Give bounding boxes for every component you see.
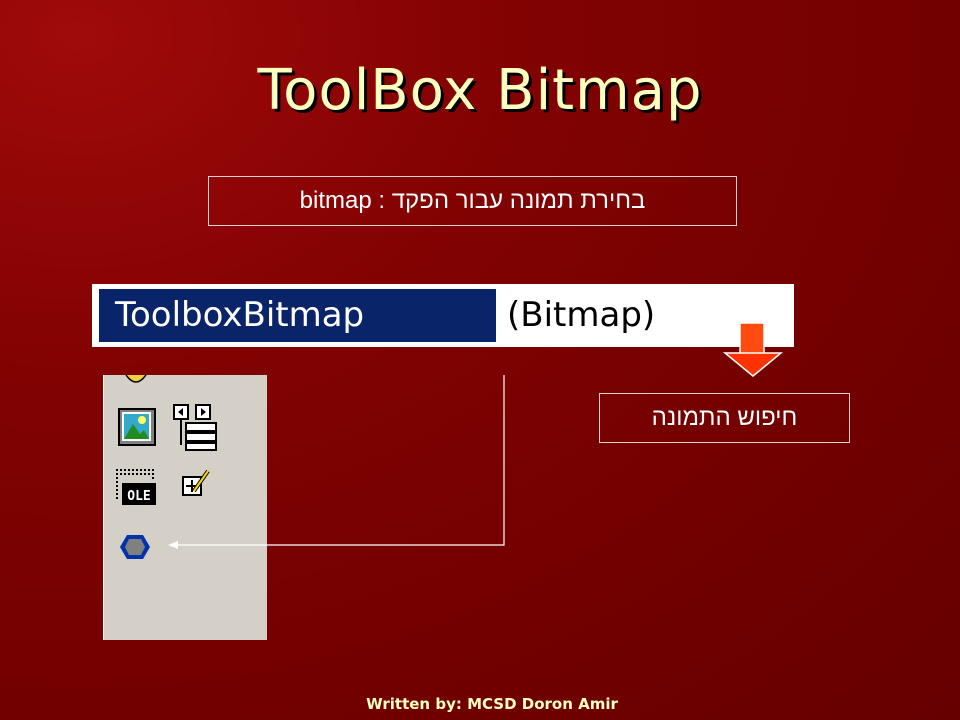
instruction-box: בחירת תמונה עבור הפקד : bitmap bbox=[208, 176, 737, 226]
checkbox-edit-icon[interactable] bbox=[180, 467, 212, 503]
datarepeater-icon[interactable] bbox=[172, 403, 218, 451]
toolbox-panel: OLE bbox=[103, 375, 267, 640]
property-value[interactable]: (Bitmap) bbox=[507, 295, 656, 335]
ole-icon[interactable]: OLE bbox=[114, 467, 158, 507]
svg-text:OLE: OLE bbox=[127, 489, 150, 504]
slide-title: ToolBox Bitmap bbox=[257, 58, 703, 123]
down-arrow-icon bbox=[722, 322, 784, 377]
search-image-box: חיפוש התמונה bbox=[599, 393, 850, 443]
partial-yellow-icon[interactable] bbox=[124, 375, 148, 385]
property-name[interactable]: ToolboxBitmap bbox=[99, 289, 496, 342]
property-grid-row[interactable]: ToolboxBitmap (Bitmap) bbox=[92, 284, 794, 347]
custom-control-icon[interactable] bbox=[118, 533, 152, 561]
picturebox-icon[interactable] bbox=[118, 408, 156, 446]
footer-author: Written by: MCSD Doron Amir bbox=[366, 695, 618, 713]
